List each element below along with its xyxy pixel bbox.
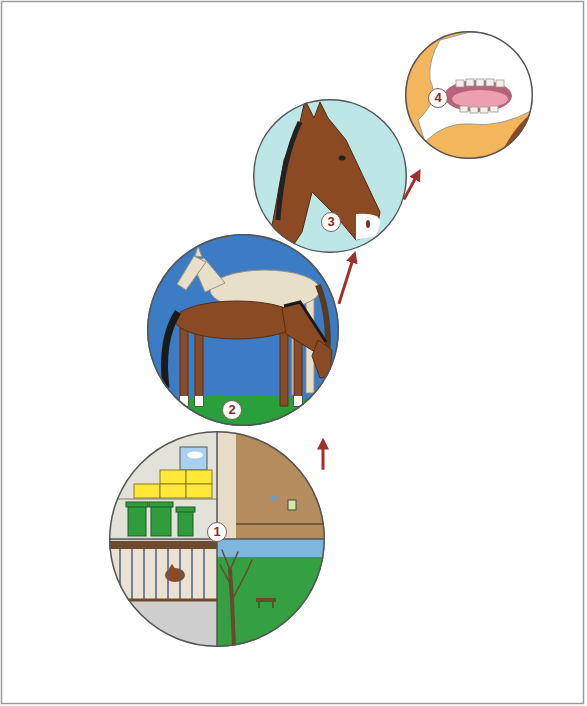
bar xyxy=(155,549,157,600)
horse-mane xyxy=(278,122,300,220)
horse-mane xyxy=(284,302,326,342)
stall-bars xyxy=(120,549,204,600)
tooth xyxy=(470,107,478,113)
horse-leg xyxy=(195,328,203,406)
callout-number: 2 xyxy=(222,400,242,420)
horse-head xyxy=(272,100,380,256)
hook xyxy=(270,496,278,502)
circle-outline xyxy=(254,100,407,253)
bar xyxy=(203,549,205,600)
sock xyxy=(294,396,302,406)
bar xyxy=(167,549,169,600)
hay-bales xyxy=(134,470,212,498)
horse-body xyxy=(175,301,299,339)
hay-bale xyxy=(160,470,186,484)
tooth xyxy=(490,106,498,112)
horse-lips xyxy=(418,32,533,142)
horse-ear xyxy=(168,564,176,570)
callout-number: 1 xyxy=(207,522,227,542)
tree xyxy=(220,550,252,647)
circle-outline xyxy=(406,32,533,159)
horse-head xyxy=(177,256,206,290)
flow-arrow xyxy=(339,255,355,304)
background xyxy=(405,31,533,159)
scene-circle: 2 xyxy=(147,234,339,426)
teeth xyxy=(456,79,504,113)
hay-bale xyxy=(186,484,212,498)
trunk xyxy=(230,570,234,647)
horse-leg xyxy=(280,328,288,406)
rail xyxy=(109,599,217,602)
pasture-scene xyxy=(147,234,340,430)
brown-horse xyxy=(175,301,332,406)
tooth xyxy=(480,107,488,113)
bar xyxy=(131,549,133,600)
branches xyxy=(220,550,252,600)
eye xyxy=(339,156,346,161)
bench xyxy=(256,598,276,608)
circle-outline xyxy=(148,235,339,426)
horse-tail xyxy=(165,312,179,388)
callout-number: 4 xyxy=(428,88,448,108)
mouth-opening xyxy=(444,80,512,112)
lamp xyxy=(288,500,296,510)
tooth xyxy=(466,79,474,86)
head-scene xyxy=(253,99,407,256)
bench-leg xyxy=(272,602,274,608)
nostril xyxy=(366,220,370,228)
sock xyxy=(195,396,203,406)
callout-number: 3 xyxy=(321,212,341,232)
bar xyxy=(143,549,145,600)
bin-rim xyxy=(126,502,148,507)
horse-leg xyxy=(180,328,188,406)
shelf-line xyxy=(112,499,217,500)
feed-bin xyxy=(128,505,146,536)
stable-scene xyxy=(109,431,325,647)
bar xyxy=(191,549,193,600)
tooth xyxy=(486,79,494,86)
circle-outline xyxy=(110,432,325,647)
tooth xyxy=(476,79,484,86)
circle-outline-svg xyxy=(405,31,533,159)
bar xyxy=(119,549,121,600)
cloud xyxy=(187,452,203,459)
bench-seat xyxy=(256,598,276,602)
feed-bin xyxy=(178,510,193,536)
beam xyxy=(109,541,217,549)
bench-leg xyxy=(258,602,260,608)
hay-bale xyxy=(186,470,212,484)
tooth xyxy=(496,80,504,87)
feed-bin xyxy=(151,505,171,536)
stall-wall xyxy=(109,549,217,600)
scene-circle: 3 xyxy=(253,99,407,253)
feed-bins xyxy=(126,502,195,536)
tooth xyxy=(456,80,464,87)
hay-bale xyxy=(134,484,160,498)
hay-bale xyxy=(160,484,186,498)
window xyxy=(180,447,207,470)
white-socks xyxy=(180,396,302,406)
flow-arrow xyxy=(322,441,325,469)
grass xyxy=(217,557,325,647)
tongue xyxy=(452,90,508,108)
mouth-scene xyxy=(405,31,533,160)
bin-rim xyxy=(149,502,173,507)
scene-circle: 4 xyxy=(405,31,533,159)
circle-outline-svg xyxy=(147,234,339,426)
bin-rim xyxy=(176,507,195,512)
wall-trim xyxy=(236,523,325,525)
flow-arrow xyxy=(404,172,419,199)
tooth xyxy=(460,106,468,112)
scene-circle: 1 xyxy=(109,431,325,647)
bar xyxy=(179,549,181,600)
